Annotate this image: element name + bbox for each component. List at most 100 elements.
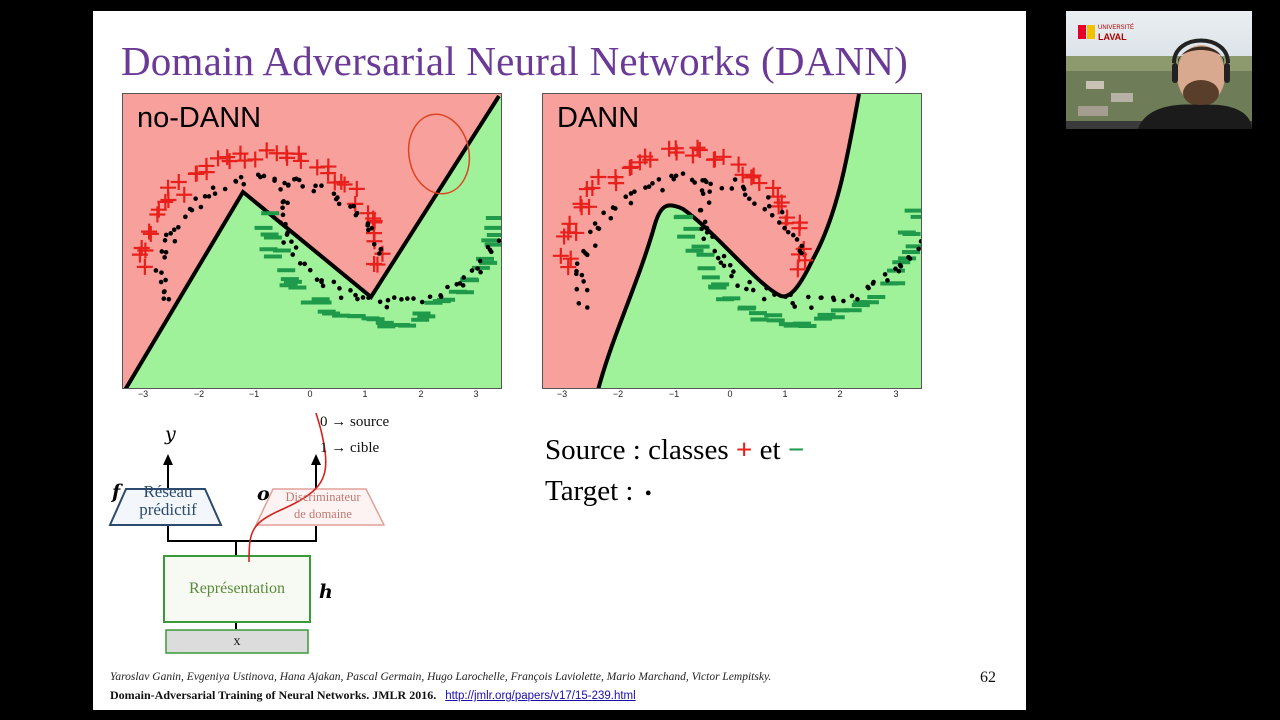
- target-dot: [353, 292, 358, 298]
- page-number: 62: [980, 669, 996, 686]
- target-dot: [378, 246, 384, 252]
- target-dot: [799, 243, 805, 249]
- tick: 1: [362, 389, 368, 399]
- plus-marker: [219, 149, 236, 166]
- target-dot: [710, 234, 715, 240]
- target-dot: [809, 305, 814, 310]
- plot-no-dann-canvas: [123, 94, 501, 388]
- target-dot: [896, 268, 902, 274]
- target-dot: [643, 185, 648, 190]
- target-dot: [290, 252, 296, 257]
- target-dot: [585, 305, 590, 310]
- target-dot: [790, 232, 796, 238]
- target-dot: [278, 187, 283, 192]
- plus-marker: [562, 250, 579, 267]
- target-dot: [158, 279, 164, 285]
- citation-link[interactable]: http://jmlr.org/papers/v17/15-239.html: [445, 690, 636, 702]
- target-dot: [159, 249, 165, 254]
- plus-marker: [336, 176, 353, 193]
- tick: 3: [473, 389, 479, 399]
- target-dot: [478, 269, 483, 275]
- target-dot: [761, 296, 767, 302]
- input-box: x: [233, 634, 241, 649]
- plot-dann-xticks: −3 −2 −1 0 1 2 3: [542, 389, 922, 403]
- plus-marker: [572, 195, 589, 212]
- logo-line1: UNIVERSITÉ: [1098, 25, 1135, 31]
- target-dot: [285, 200, 290, 206]
- target-dot: [183, 214, 188, 220]
- target-dot: [689, 177, 695, 183]
- target-dot: [656, 177, 662, 182]
- target-dot: [779, 209, 785, 215]
- minus-icon: −: [787, 434, 805, 466]
- target-dot: [202, 194, 208, 199]
- legend-source-text: Source : classes: [545, 434, 729, 466]
- target-dot: [159, 270, 164, 275]
- target-dot: [776, 220, 782, 225]
- target-dot: [314, 277, 320, 282]
- plot-label: no-DANN: [137, 102, 262, 134]
- predictor-network: Réseau prédictif: [137, 483, 199, 519]
- plus-marker: [642, 151, 659, 168]
- target-dot: [285, 183, 291, 188]
- target-dot: [708, 181, 713, 187]
- target-dot: [258, 174, 263, 180]
- target-dot: [660, 187, 665, 193]
- target-dot: [292, 176, 297, 182]
- target-dot: [280, 205, 285, 211]
- target-dot: [731, 269, 736, 274]
- plus-marker: [320, 165, 337, 182]
- target-dot: [233, 178, 238, 184]
- target-dot: [212, 191, 218, 196]
- plus-marker: [258, 142, 275, 159]
- target-dot: [849, 293, 855, 299]
- target-dot: [870, 281, 876, 286]
- target-dot: [289, 239, 294, 244]
- target-dot: [238, 174, 244, 180]
- target-dot: [333, 196, 339, 202]
- plus-marker: [366, 256, 383, 273]
- target-dot: [193, 196, 198, 201]
- target-dot: [313, 183, 318, 189]
- tick: 1: [782, 389, 788, 399]
- target-dot: [162, 238, 168, 243]
- target-dot: [707, 189, 712, 194]
- target-dot: [680, 171, 686, 176]
- target-dot: [750, 287, 756, 293]
- target-dot: [885, 278, 890, 283]
- tick: 2: [837, 389, 843, 399]
- target-dot: [297, 261, 303, 266]
- plus-marker: [176, 186, 193, 203]
- target-dot: [385, 297, 391, 303]
- f-label: f: [112, 481, 121, 503]
- target-dot: [206, 194, 212, 199]
- plus-icon: +: [735, 434, 753, 466]
- target-dot: [742, 192, 748, 198]
- target-dot: [172, 238, 178, 244]
- target-dot: [735, 283, 740, 289]
- target-dot: [311, 188, 317, 194]
- target-dot: [283, 221, 288, 227]
- target-dot: [336, 201, 342, 207]
- target-dot: [704, 179, 709, 185]
- target-dot: [281, 240, 286, 245]
- plot-no-dann: no-DANN: [122, 93, 502, 389]
- target-dot: [740, 184, 746, 190]
- target-dot: [477, 258, 483, 264]
- slide: Domain Adversarial Neural Networks (DANN…: [93, 11, 1026, 710]
- citation-title: Domain-Adversarial Training of Neural Ne…: [110, 688, 437, 702]
- target-dot: [176, 224, 181, 230]
- citation-paper: Domain-Adversarial Training of Neural Ne…: [110, 688, 636, 703]
- discriminator-line2: de domaine: [294, 507, 352, 521]
- target-dot: [348, 288, 353, 293]
- plus-marker: [136, 258, 153, 275]
- target-dot: [762, 206, 768, 212]
- plus-marker: [150, 201, 167, 218]
- target-dot: [794, 237, 800, 242]
- target-dot: [698, 207, 704, 213]
- target-dot: [699, 226, 705, 232]
- target-dot: [701, 236, 707, 242]
- target-dot: [593, 243, 598, 248]
- domain-source-label: 0 → source: [320, 414, 390, 430]
- o-label: o: [257, 483, 270, 505]
